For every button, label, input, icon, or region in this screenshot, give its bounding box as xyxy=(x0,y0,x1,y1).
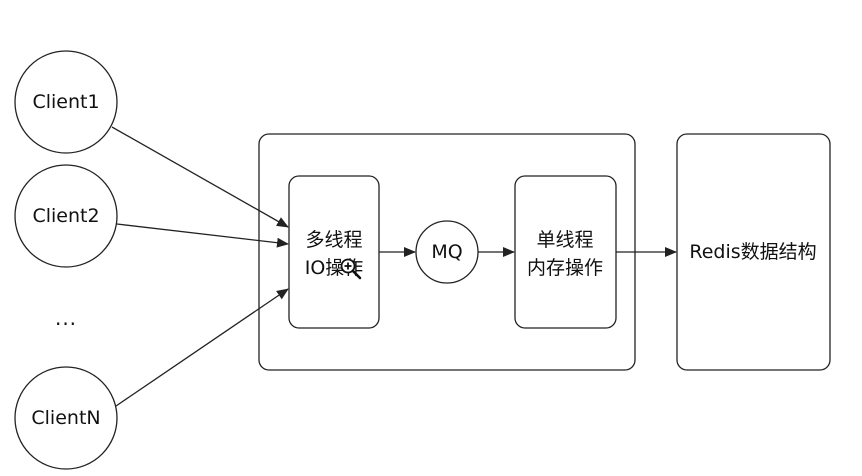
clientn-to-io-arrow xyxy=(115,288,289,407)
client1-node xyxy=(14,50,118,154)
client1-label: Client1 xyxy=(32,91,100,113)
clients-ellipsis: ... xyxy=(54,306,78,330)
memory-box-line1: 单线程 xyxy=(536,229,594,251)
client2-node xyxy=(14,164,118,268)
zoom-in-cursor-icon xyxy=(340,258,362,280)
io-box-line1: 多线程 xyxy=(305,229,363,251)
memory-box-line2: 内存操作 xyxy=(526,257,604,279)
client2-label: Client2 xyxy=(32,205,100,227)
redis-data-box xyxy=(676,133,831,371)
mq-label: MQ xyxy=(431,241,463,263)
client1-to-io-arrow xyxy=(111,126,289,228)
clientn-label: ClientN xyxy=(31,407,101,429)
client2-to-io-arrow xyxy=(116,223,289,248)
clientn-node xyxy=(14,366,118,470)
redis-box-label: Redis数据结构 xyxy=(689,241,817,263)
